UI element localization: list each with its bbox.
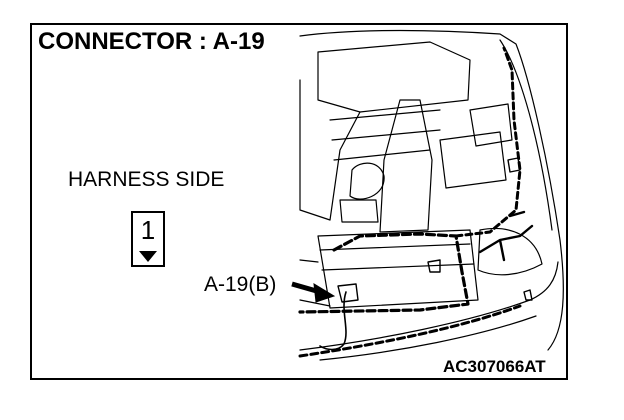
harness-main [298,232,470,314]
connector-title: CONNECTOR : A-19 [38,28,265,55]
connector-pin-box: 1 [131,211,165,267]
figure-code: AC307066AT [443,357,546,376]
headlight [477,227,543,276]
fender-line [499,39,553,231]
intake-duct [379,99,433,233]
harness-side-label: HARNESS SIDE [68,168,225,191]
harness-right [454,46,522,238]
connector-callout-label: A-19(B) [204,273,277,296]
harness-lead [319,291,347,351]
engine-block-top [317,41,471,113]
down-triangle-icon [139,251,157,262]
hood-outline [299,29,564,351]
bumper-lower [319,315,537,361]
battery-box [439,131,507,189]
connector-pin-number: 1 [140,215,156,245]
engine-block-mid [299,79,361,221]
harness-branch [478,210,534,262]
harness-bumper [298,304,522,358]
callout-arrow [291,281,336,303]
radiator-support [317,229,479,309]
front-bumper [299,261,559,351]
